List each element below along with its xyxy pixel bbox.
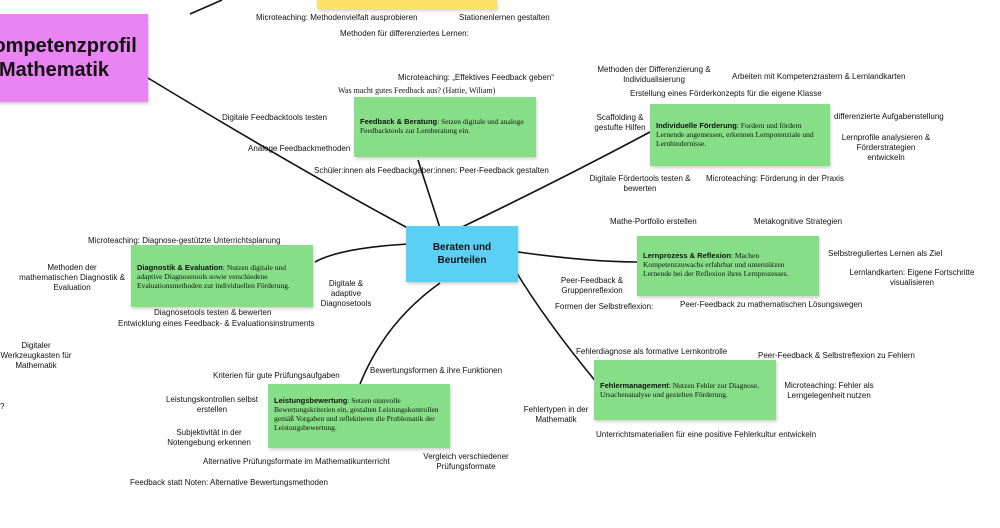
diagnostik-label-adaptive: Digitale & adaptive Diagnosetools: [320, 279, 372, 308]
leistung-label-feedback: Feedback statt Noten: Alternative Bewert…: [130, 478, 328, 487]
connector-lernprozess: [517, 251, 639, 263]
leistung-label-subjektiv: Subjektivität in der Notengebung erkenne…: [167, 428, 251, 447]
card-leistung-text: : Setzen sinnvolle Bewertungskriterien e…: [274, 396, 439, 432]
card-lernprozess-reflexion[interactable]: Lernprozess & Reflexion: Machen Kompeten…: [637, 236, 819, 296]
card-leistungsbewertung[interactable]: Leistungsbewertung: Setzen sinnvolle Bew…: [268, 384, 450, 448]
card-lernprozess-text: : Machen Kompetenzzuwachs erfahrbar und …: [643, 251, 789, 278]
feedback-label-microteaching: Microteaching: „Effektives Feedback gebe…: [398, 73, 554, 82]
feedback-label-peer: Schüler:innen als Feedbackgeber:innen: P…: [314, 166, 549, 175]
fehler-label-diagnose: Fehlerdiagnose als formative Lernkontrol…: [576, 347, 728, 356]
leistung-label-kriterien: Kriterien für gute Prüfungsaufgaben: [213, 371, 340, 380]
foerderung-label-lernprofile: Lernprofile analysieren & Förderstrategi…: [841, 133, 931, 162]
top-label-stationen: Stationenlernen gestalten: [459, 13, 550, 22]
lernprozess-label-metakognitiv: Metakognitive Strategien: [754, 217, 843, 226]
card-individuelle-foerderung[interactable]: Individuelle Förderung: Fordern und förd…: [650, 104, 830, 166]
center-text: Beraten und Beurteilen: [432, 242, 492, 266]
fehler-label-microteaching: Microteaching: Fehler als Lerngelegenhei…: [784, 381, 874, 400]
title-card[interactable]: Kompetenzprofil Mathematik: [0, 14, 148, 102]
card-foerderung-text: : Fordern und fördern Lernende angemesse…: [656, 121, 814, 148]
diagnostik-label-methoden: Methoden der mathematischen Diagnostik &…: [19, 263, 125, 292]
title-text: Kompetenzprofil Mathematik: [0, 35, 137, 81]
fehler-label-typen: Fehlertypen in der Mathematik: [523, 405, 589, 424]
diagnostik-label-question: ?: [0, 402, 5, 411]
connector-diagnostik: [314, 243, 409, 263]
foerderung-label-microteaching: Microteaching: Förderung in der Praxis: [706, 174, 844, 183]
card-fehler-text: : Nutzen Fehler zur Diagnose, Ursachenan…: [600, 381, 759, 399]
foerderung-label-tools: Digitale Fördertools testen & bewerten: [589, 174, 691, 193]
foerderung-label-scaffolding: Scaffolding & gestufte Hilfen: [594, 113, 646, 132]
lernprozess-label-peer-gruppe: Peer-Feedback & Gruppenreflexion: [560, 276, 624, 295]
diagnostik-label-entwicklung: Entwicklung eines Feedback- & Evaluation…: [118, 319, 315, 328]
connector-leistung: [359, 282, 441, 385]
card-feedback-beratung[interactable]: Feedback & Beratung: Setzen digitale und…: [354, 97, 536, 157]
diagnostik-label-microteaching: Microteaching: Diagnose-gestützte Unterr…: [88, 236, 281, 245]
connector-title-center: [147, 77, 416, 233]
lernprozess-label-peer-loesung: Peer-Feedback zu mathematischen Lösungsw…: [680, 300, 863, 309]
feedback-label-digital: Digitale Feedbacktools testen: [222, 113, 327, 122]
foerderung-label-differenzierung: Methoden der Differenzierung & Individua…: [597, 65, 711, 84]
lernprozess-label-selbstreguliert: Selbstreguliertes Lernen als Ziel: [828, 249, 943, 258]
card-feedback-heading: Feedback & Beratung: [360, 117, 438, 126]
connector-fehler: [514, 269, 598, 384]
top-label-microteaching: Microteaching: Methodenvielfalt ausprobi…: [256, 13, 418, 22]
card-foerderung-heading: Individuelle Förderung: [656, 121, 737, 130]
connector-top-title: [189, 0, 223, 15]
top-label-methoden: Methoden für differenziertes Lernen:: [340, 29, 469, 38]
card-fehler-heading: Fehlermanagement: [600, 381, 669, 390]
lernprozess-label-formen: Formen der Selbstreflexion:: [555, 302, 654, 311]
card-lernprozess-heading: Lernprozess & Reflexion: [643, 251, 731, 260]
leistung-label-vergleich: Vergleich verschiedener Prüfungsformate: [423, 452, 509, 471]
card-feedback-text: : Setzen digitale und analoge Feedbackto…: [360, 117, 524, 135]
card-fehlermanagement[interactable]: Fehlermanagement: Nutzen Fehler zur Diag…: [594, 360, 776, 420]
leistung-label-alternativ: Alternative Prüfungsformate im Mathemati…: [203, 457, 390, 466]
foerderung-label-aufgaben: differenzierte Aufgabenstellung: [834, 112, 944, 121]
card-leistung-heading: Leistungsbewertung: [274, 396, 348, 405]
leistung-label-selbst: Leistungskontrollen selbst erstellen: [165, 395, 259, 414]
card-diagnostik-evaluation[interactable]: Diagnostik & Evaluation: Nutzen digitale…: [131, 245, 313, 307]
foerderung-label-foerderkonzept: Erstellung eines Förderkonzepts für die …: [630, 89, 822, 98]
lernprozess-label-lernlandkarten: Lernlandkarten: Eigene Fortschritte visu…: [849, 268, 975, 287]
connector-foerderung: [459, 131, 651, 229]
center-node[interactable]: Beraten und Beurteilen: [406, 226, 518, 282]
connector-feedback: [417, 159, 441, 229]
leistung-label-formen: Bewertungsformen & ihre Funktionen: [370, 366, 503, 375]
top-sticky-note[interactable]: [317, 0, 497, 9]
foerderung-label-kompetenzraster: Arbeiten mit Kompetenzrastern & Lernland…: [732, 72, 906, 81]
diagnostik-label-werkzeugkasten: Digitaler Werkzeugkasten für Mathematik: [0, 341, 72, 370]
card-diagnostik-text: : Nutzen digitale und adaptive Diagnoset…: [137, 263, 290, 290]
diagnostik-label-testen: Diagnosetools testen & bewerten: [154, 308, 272, 317]
feedback-label-gutes-feedback: Was macht gutes Feedback aus? (Hattie, W…: [338, 86, 496, 95]
card-diagnostik-heading: Diagnostik & Evaluation: [137, 263, 223, 272]
fehler-label-materialien: Unterrichtsmaterialien für eine positive…: [596, 430, 817, 439]
lernprozess-label-portfolio: Mathe-Portfolio erstellen: [610, 217, 697, 226]
fehler-label-peer: Peer-Feedback & Selbstreflexion zu Fehle…: [758, 351, 915, 360]
feedback-label-analog: Analoge Feedbackmethoden: [248, 144, 351, 153]
